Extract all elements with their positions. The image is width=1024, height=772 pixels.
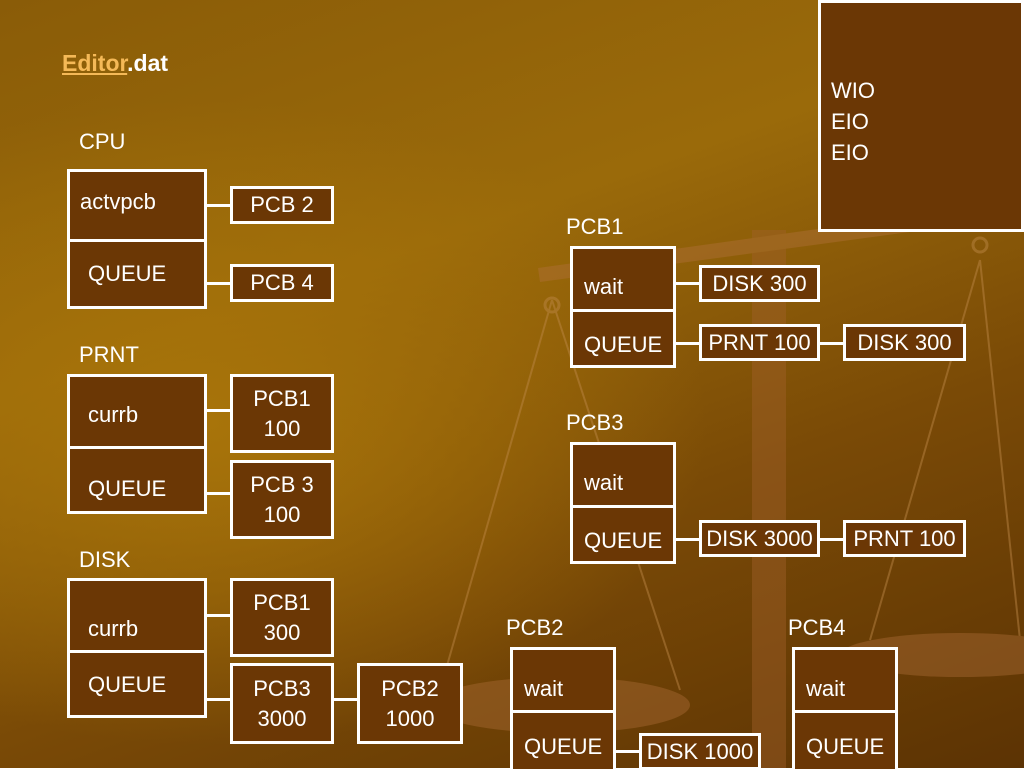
connector	[676, 342, 700, 345]
cpu-panel: actvpcb QUEUE	[67, 169, 207, 309]
prnt-queue-target: PCB 3 100	[230, 460, 334, 539]
pcb1-queue-target-1: PRNT 100	[699, 324, 820, 361]
pcb1-queue-cell: QUEUE	[584, 332, 663, 357]
prnt-queue-cell: QUEUE	[88, 476, 167, 501]
cpu-queue-target: PCB 4	[230, 264, 334, 302]
connector	[207, 409, 231, 412]
cpu-queue-cell: QUEUE	[88, 261, 167, 286]
disk-currb-cell: currb	[70, 581, 204, 653]
eio-line-1: EIO	[831, 109, 869, 134]
disk-panel: currb QUEUE	[67, 578, 207, 718]
eio-line-2: EIO	[831, 140, 869, 165]
pcb2-wait-cell: wait	[513, 650, 613, 713]
connector	[820, 342, 844, 345]
pcb4-panel: wait QUEUE	[792, 647, 898, 772]
pcb2-label: PCB2	[506, 615, 564, 640]
pcb2-queue-target: DISK 1000	[639, 733, 761, 770]
title-suffix: .dat	[127, 50, 169, 76]
connector	[676, 282, 700, 285]
connector	[616, 750, 640, 753]
cpu-label: CPU	[79, 129, 126, 154]
pcb1-label: PCB1	[566, 214, 624, 239]
wio-eio-box: WIO EIO EIO	[818, 0, 1024, 232]
pcb2-panel: wait QUEUE	[510, 647, 616, 772]
wio-line: WIO	[831, 78, 875, 103]
prnt-panel: currb QUEUE	[67, 374, 207, 514]
pcb2-queue-cell: QUEUE	[524, 734, 603, 759]
pcb3-queue-target-2: PRNT 100	[843, 520, 966, 557]
disk-queue-target-2: PCB2 1000	[357, 663, 463, 744]
connector	[334, 698, 358, 701]
pcb3-panel: wait QUEUE	[570, 442, 676, 564]
pcb3-queue-cell: QUEUE	[584, 528, 663, 553]
cpu-actvpcb-target: PCB 2	[230, 186, 334, 224]
pcb3-label: PCB3	[566, 410, 624, 435]
pcb4-label: PCB4	[788, 615, 846, 640]
editor-link[interactable]: Editor	[62, 50, 128, 76]
disk-label: DISK	[79, 547, 131, 572]
prnt-currb-cell: currb	[70, 377, 204, 449]
disk-queue-cell: QUEUE	[88, 672, 167, 697]
disk-queue-target-1: PCB3 3000	[230, 663, 334, 744]
prnt-label: PRNT	[79, 342, 139, 367]
connector	[207, 204, 231, 207]
connector	[207, 492, 231, 495]
cpu-actvpcb-cell: actvpcb	[70, 172, 204, 242]
pcb3-wait-cell: wait	[573, 445, 673, 508]
connector	[207, 698, 231, 701]
page-title: Editor.dat	[62, 50, 168, 77]
connector	[820, 538, 844, 541]
pcb1-queue-target-2: DISK 300	[843, 324, 966, 361]
pcb1-panel: wait QUEUE	[570, 246, 676, 368]
pcb1-wait-target: DISK 300	[699, 265, 820, 302]
connector	[207, 614, 231, 617]
pcb1-wait-cell: wait	[573, 249, 673, 312]
disk-currb-target: PCB1 300	[230, 578, 334, 657]
pcb4-wait-cell: wait	[795, 650, 895, 713]
pcb3-queue-target-1: DISK 3000	[699, 520, 820, 557]
connector	[676, 538, 700, 541]
connector	[207, 282, 231, 285]
prnt-currb-target: PCB1 100	[230, 374, 334, 453]
pcb4-queue-cell: QUEUE	[806, 734, 885, 759]
